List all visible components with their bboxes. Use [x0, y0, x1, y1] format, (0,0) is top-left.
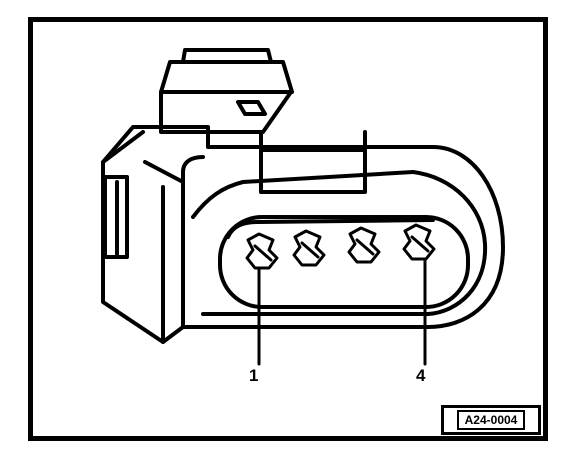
pin-3	[347, 226, 381, 264]
leader-lines	[257, 257, 427, 366]
pin-insert	[218, 215, 470, 309]
pin-contacts	[245, 223, 436, 270]
connector-housing	[101, 125, 505, 344]
pin-label-4: 4	[416, 366, 426, 385]
side-latch	[103, 175, 129, 259]
reference-code: A24-0004	[456, 410, 526, 430]
pin-1	[245, 232, 279, 270]
figure-frame: 1 4 A24-0004	[28, 17, 548, 441]
connector-latch	[159, 48, 367, 194]
reference-code-box: A24-0004	[441, 405, 541, 435]
pin-label-1: 1	[249, 366, 259, 385]
pin-4	[402, 223, 436, 261]
connector-illustration	[101, 48, 505, 366]
pin-2	[292, 229, 326, 267]
